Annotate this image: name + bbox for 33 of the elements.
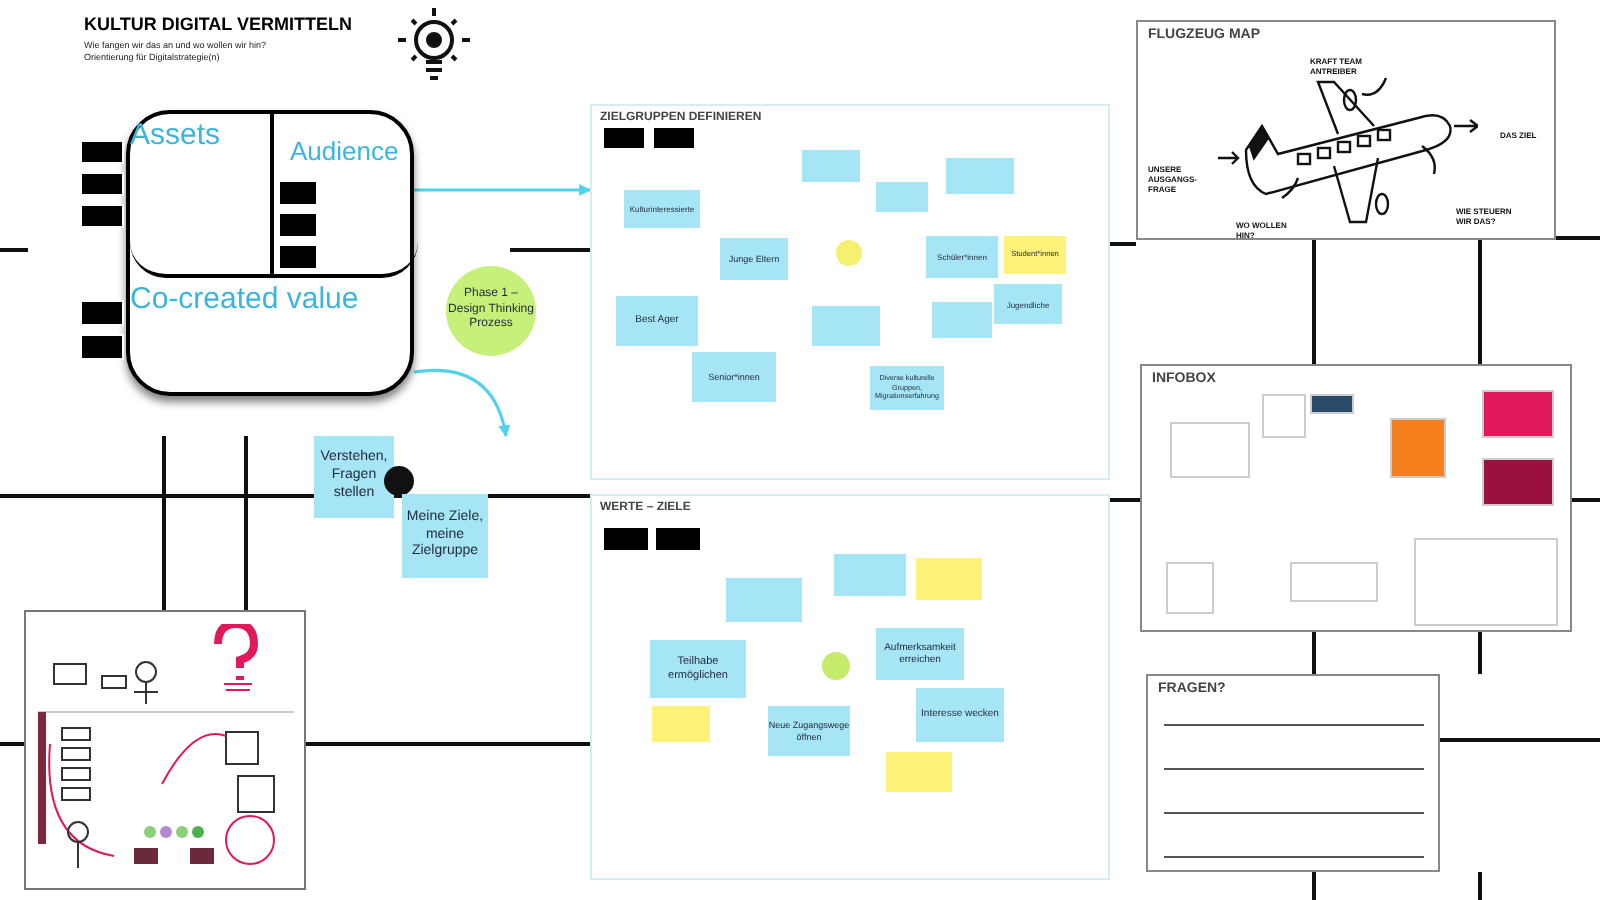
tag-label	[80, 334, 124, 360]
tag-label	[602, 126, 646, 150]
tag-label	[278, 180, 318, 206]
tag-label	[80, 172, 124, 196]
page-title: KULTUR DIGITAL VERMITTELN	[84, 12, 352, 38]
tag-label	[652, 126, 696, 150]
canvas-section: Co-created value	[130, 278, 418, 400]
board-panel	[590, 104, 1110, 480]
canvas-board	[126, 110, 414, 396]
sticky-note	[802, 150, 860, 182]
arrow	[414, 184, 592, 196]
sticky-note	[876, 182, 928, 212]
sticky-note	[916, 558, 982, 600]
arrow	[413, 368, 510, 438]
sticky-note	[652, 706, 710, 742]
sticky-note	[932, 302, 992, 338]
tag-label	[278, 212, 318, 238]
tag-label	[80, 204, 124, 228]
frame-panel	[1146, 674, 1440, 872]
frame-panel	[1136, 20, 1556, 240]
frame-panel	[1140, 364, 1572, 632]
section-heading: Audience	[290, 138, 399, 164]
tag-label	[278, 244, 318, 270]
tag-label	[602, 526, 650, 552]
sticky-note	[812, 306, 880, 346]
tag-label	[80, 140, 124, 164]
tag-label	[80, 300, 124, 326]
sticky-note	[834, 554, 906, 596]
sticky-note	[946, 158, 1014, 194]
sticky-note	[726, 578, 802, 622]
tag-label	[654, 526, 702, 552]
board-panel	[590, 494, 1110, 880]
sticky-note	[886, 752, 952, 792]
